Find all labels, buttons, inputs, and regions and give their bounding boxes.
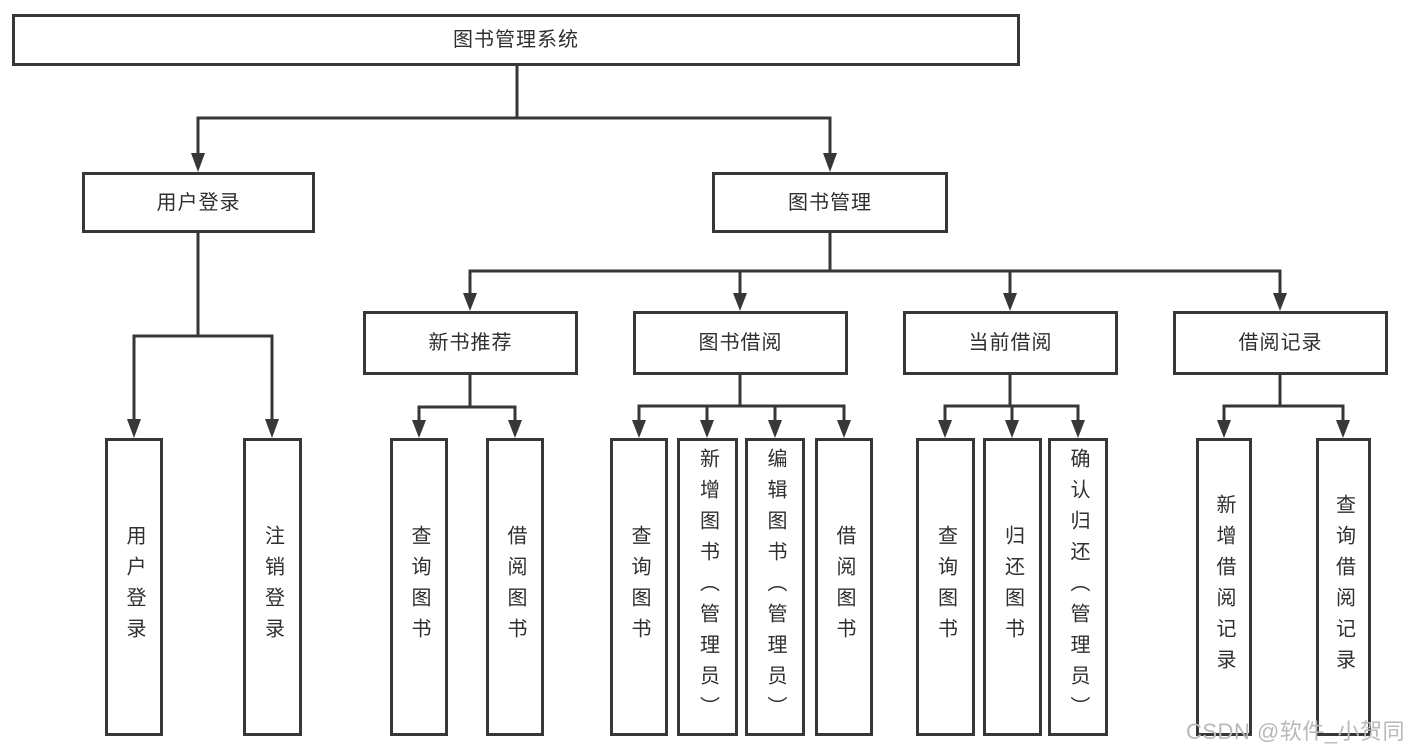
leaf-add-book-admin-label: 新增图书（管理员） [696,447,719,727]
leaf-query-books-recommend-label: 查询图书 [408,525,430,649]
leaf-add-book-admin: 新增图书（管理员） [677,438,738,736]
leaf-borrow-books-recommend: 借阅图书 [486,438,544,736]
leaf-add-borrow-record: 新增借阅记录 [1196,438,1252,736]
leaf-query-books-current-label: 查询图书 [934,525,957,649]
leaf-edit-book-admin: 编辑图书（管理员） [745,438,805,736]
leaf-borrow-books-borrowing-label: 借阅图书 [833,525,855,649]
node-user-login: 用户登录 [82,172,315,233]
leaf-edit-book-admin-label: 编辑图书（管理员） [764,447,786,727]
node-book-management-label: 图书管理 [788,191,872,214]
leaf-query-borrow-record: 查询借阅记录 [1316,438,1371,736]
node-user-login-label: 用户登录 [156,191,241,214]
node-borrowing-records: 借阅记录 [1173,311,1388,375]
leaf-borrow-books-borrowing: 借阅图书 [815,438,873,736]
node-current-borrowing-label: 当前借阅 [968,332,1053,354]
node-new-book-recommend: 新书推荐 [363,311,578,375]
leaf-return-books-label: 归还图书 [1001,525,1024,649]
node-current-borrowing: 当前借阅 [903,311,1118,375]
node-book-borrowing: 图书借阅 [633,311,848,375]
leaf-query-borrow-record-label: 查询借阅记录 [1332,494,1355,680]
leaf-logout-label: 注销登录 [261,525,284,649]
leaf-borrow-books-recommend-label: 借阅图书 [504,525,526,649]
node-book-borrowing-label: 图书借阅 [698,332,783,354]
node-root-label: 图书管理系统 [453,29,579,51]
leaf-query-books-recommend: 查询图书 [390,438,448,736]
leaf-query-books-borrowing-label: 查询图书 [628,525,650,649]
leaf-user-login: 用户登录 [105,438,163,736]
node-book-management: 图书管理 [712,172,948,233]
leaf-logout: 注销登录 [243,438,302,736]
leaf-add-borrow-record-label: 新增借阅记录 [1213,494,1235,680]
leaf-confirm-return-admin-label: 确认归还（管理员） [1067,447,1089,727]
node-root: 图书管理系统 [12,14,1020,66]
leaf-user-login-label: 用户登录 [123,525,145,649]
node-borrowing-records-label: 借阅记录 [1238,332,1323,354]
leaf-query-books-borrowing: 查询图书 [610,438,668,736]
node-new-book-recommend-label: 新书推荐 [428,332,513,354]
leaf-return-books: 归还图书 [983,438,1042,736]
leaf-query-books-current: 查询图书 [916,438,975,736]
csdn-watermark: CSDN @软件_小贺同学 [1186,719,1405,744]
leaf-confirm-return-admin: 确认归还（管理员） [1048,438,1108,736]
